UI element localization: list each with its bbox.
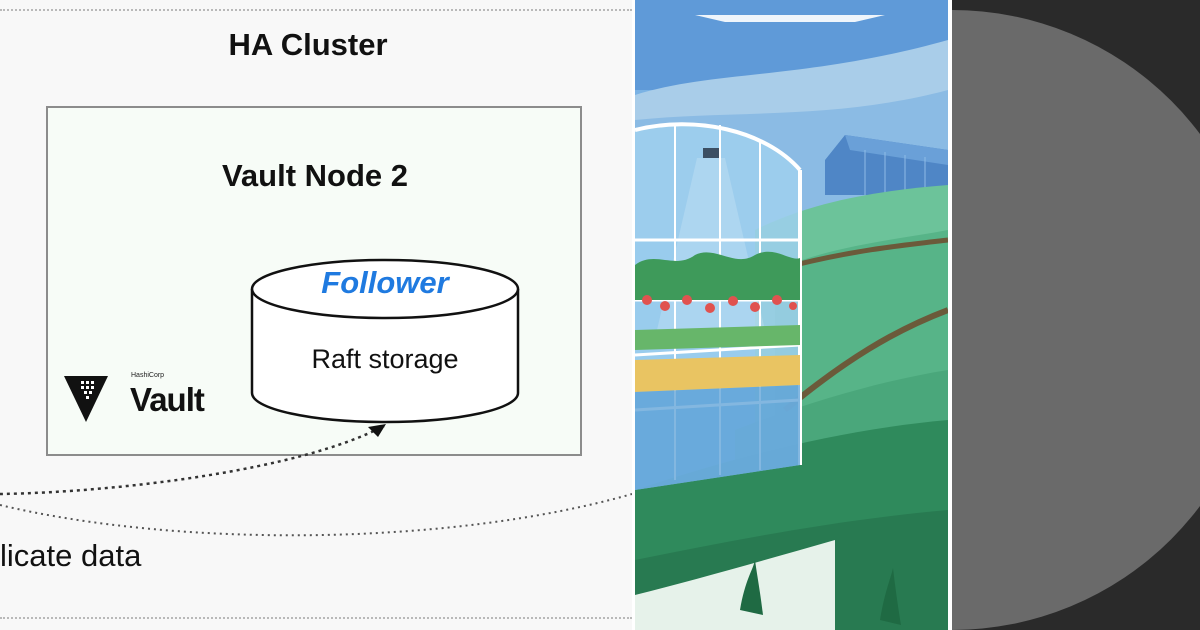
- gray-disc: [952, 0, 1200, 630]
- logo-vendor-text: HashiCorp: [131, 372, 165, 379]
- panel-divider: [632, 0, 635, 630]
- node-title: Vault Node 2: [221, 158, 409, 193]
- ha-cluster-diagram: HA Cluster Vault Node 2 Follower Raft st…: [0, 9, 632, 619]
- cluster-title: HA Cluster: [228, 27, 388, 62]
- panel-divider: [948, 0, 952, 630]
- replication-arrow: [0, 424, 385, 496]
- storage-label: Raft storage: [311, 344, 459, 374]
- arrowhead-icon: [368, 424, 386, 437]
- greenhouse: [635, 122, 802, 491]
- greenhouse-illustration: [635, 0, 948, 630]
- replicate-data-label: licate data: [0, 538, 142, 573]
- disc-panel: [952, 0, 1200, 630]
- cluster-border: [0, 617, 632, 619]
- logo-product-text: Vault: [130, 381, 205, 418]
- vault-logo-icon: [64, 376, 108, 422]
- replication-curve: [0, 493, 632, 537]
- distant-greenhouse: [825, 135, 948, 195]
- raft-storage-cylinder: [250, 258, 520, 424]
- diagram-shapes: [0, 258, 632, 537]
- greenhouse-scene: [635, 0, 948, 630]
- cluster-border: [0, 9, 632, 11]
- follower-label: Follower: [321, 265, 449, 300]
